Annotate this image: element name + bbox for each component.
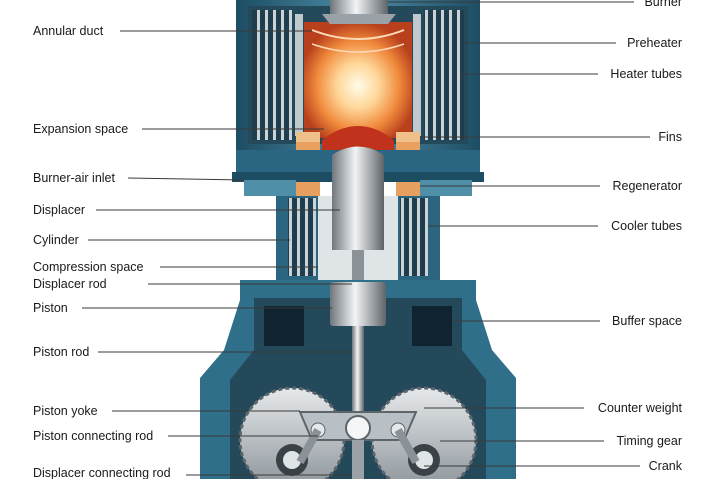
label-compression-space: Compression space — [33, 260, 144, 274]
combustion-chamber — [304, 22, 412, 138]
label-annular-duct: Annular duct — [33, 24, 104, 38]
label-displacer-rod: Displacer rod — [33, 277, 107, 291]
label-fins: Fins — [658, 130, 682, 144]
label-displacer: Displacer — [33, 203, 86, 217]
label-burner: Burner — [644, 0, 682, 9]
label-heater-tubes: Heater tubes — [610, 67, 682, 81]
label-cooler-tubes: Cooler tubes — [611, 219, 682, 233]
leader-lines — [82, 1, 650, 476]
label-timing-gear: Timing gear — [616, 434, 682, 448]
label-piston-connecting-rod: Piston connecting rod — [33, 429, 154, 443]
label-piston-rod: Piston rod — [33, 345, 90, 359]
expansion-dome — [322, 126, 394, 150]
label-piston: Piston — [33, 301, 68, 315]
burner-nozzle — [322, 0, 396, 24]
label-piston-yoke: Piston yoke — [33, 404, 98, 418]
label-preheater: Preheater — [627, 36, 682, 50]
label-expansion-space: Expansion space — [33, 122, 129, 136]
displacer-body — [332, 146, 384, 280]
label-counter-weight: Counter weight — [597, 401, 682, 415]
label-regenerator: Regenerator — [612, 179, 683, 193]
label-cylinder: Cylinder — [33, 233, 79, 247]
label-burner-air-inlet: Burner-air inlet — [33, 171, 115, 185]
label-buffer-space: Buffer space — [612, 314, 682, 328]
label-displacer-connecting-rod: Displacer connecting rod — [33, 466, 171, 479]
label-crank: Crank — [648, 459, 682, 473]
piston-assembly — [330, 282, 386, 426]
yoke-and-rods — [296, 411, 420, 479]
